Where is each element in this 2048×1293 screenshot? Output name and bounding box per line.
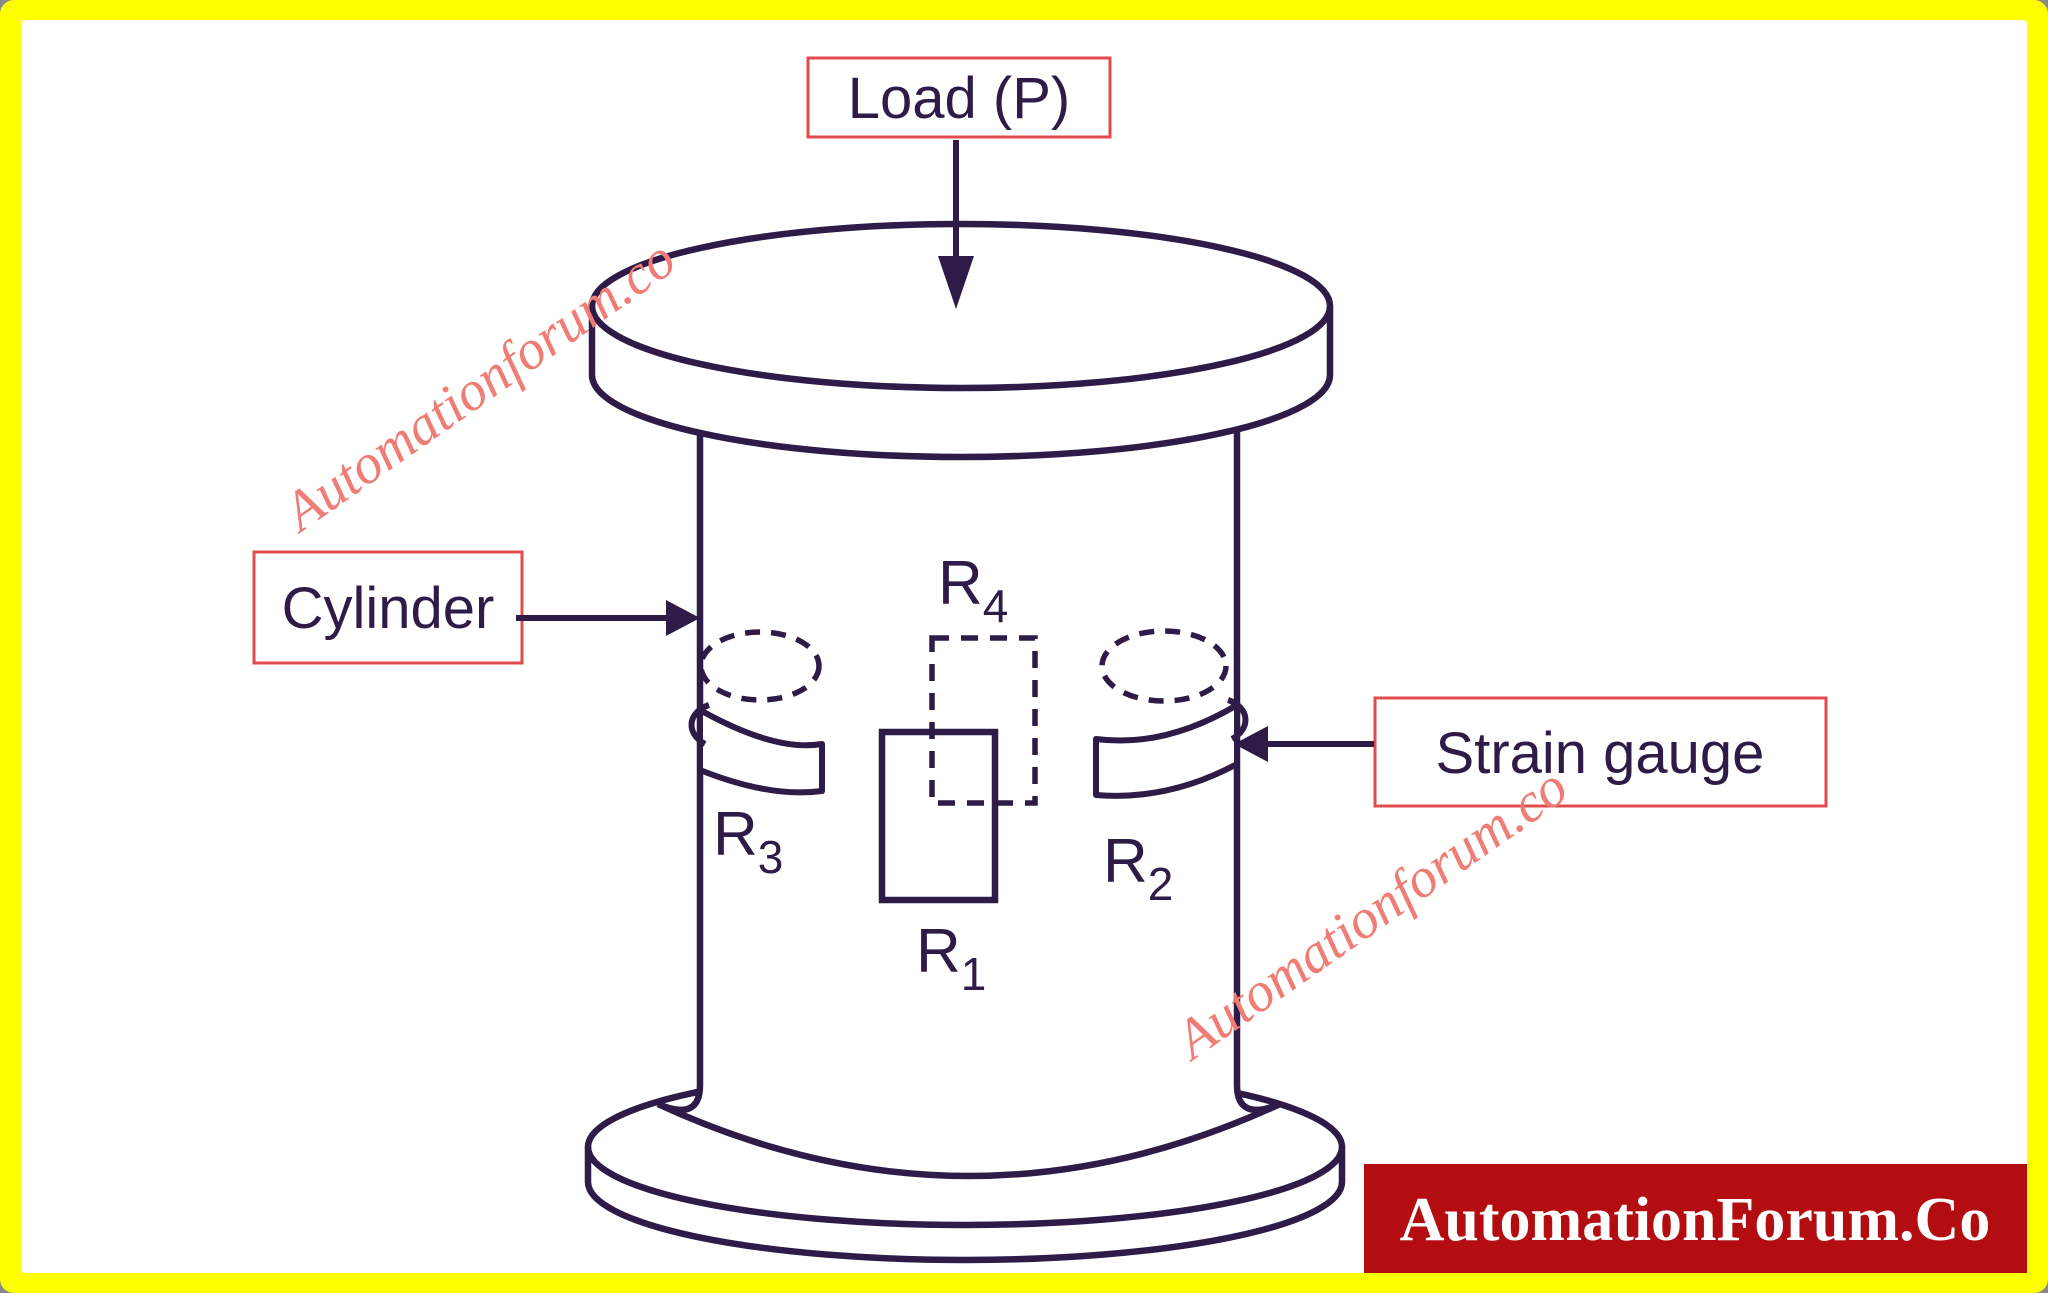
gauge-labels: R4 R3 R2 R1: [713, 549, 1173, 1000]
strain-gauge-r2-wrap-hook: [1226, 697, 1249, 742]
brand-logo-text: AutomationForum.Co: [1400, 1186, 1991, 1254]
cap-body-fill: [592, 224, 1330, 457]
gauge-label-r4: R4: [938, 549, 1008, 632]
gauge-label-r2-sub: 2: [1148, 858, 1174, 910]
strain-gauge-r2-band: [1093, 702, 1240, 799]
gauge-label-r3-sub: 3: [758, 831, 784, 883]
brand-logo: AutomationForum.Co: [1364, 1164, 2027, 1273]
cap-rim: [588, 306, 1334, 461]
gauge-label-r3: R3: [713, 800, 783, 883]
cylinder-foot-arc: [656, 1101, 1282, 1180]
cylinder-label: Cylinder: [282, 576, 495, 641]
gauge-label-r1: R1: [916, 917, 986, 1000]
load-arrow-head: [938, 256, 974, 309]
strain-gauge-label-box: [1373, 696, 1828, 808]
cylinder-arrow-head: [666, 600, 700, 636]
strain-gauge-r3-wrap-hook: [688, 702, 711, 747]
strain-gauge-r1-outline: [878, 728, 999, 904]
strain-gauge-r3-band: [697, 707, 825, 796]
gauge-label-r2: R2: [1103, 827, 1173, 910]
gauge-label-r4-base: R: [938, 549, 983, 618]
load-label-box: [806, 56, 1112, 139]
gauge-label-r1-sub: 1: [961, 948, 987, 1000]
strain-gauge-arrow-head: [1234, 726, 1268, 762]
callouts: Load (P) Cylinder Strain gauge: [282, 66, 1765, 786]
strain-gauges: [688, 628, 1249, 904]
gauge-label-r4-sub: 4: [983, 580, 1009, 632]
base-rim: [584, 1147, 1346, 1264]
gauge-label-r1-base: R: [916, 917, 961, 986]
strain-gauge-label: Strain gauge: [1436, 721, 1765, 786]
strain-gauge-r2-back-dashed: [1099, 628, 1229, 704]
gauge-label-r2-base: R: [1103, 827, 1148, 896]
strain-gauge-r3-back-dashed: [698, 629, 822, 703]
cylinder-top-cap: [588, 220, 1334, 461]
cylinder-label-box: [252, 550, 524, 665]
gauge-label-r3-base: R: [713, 800, 758, 869]
strain-gauge-r4-dashed-outline: [929, 635, 1038, 806]
load-label: Load (P): [848, 66, 1070, 131]
brand-logo-background: [1364, 1164, 2027, 1273]
